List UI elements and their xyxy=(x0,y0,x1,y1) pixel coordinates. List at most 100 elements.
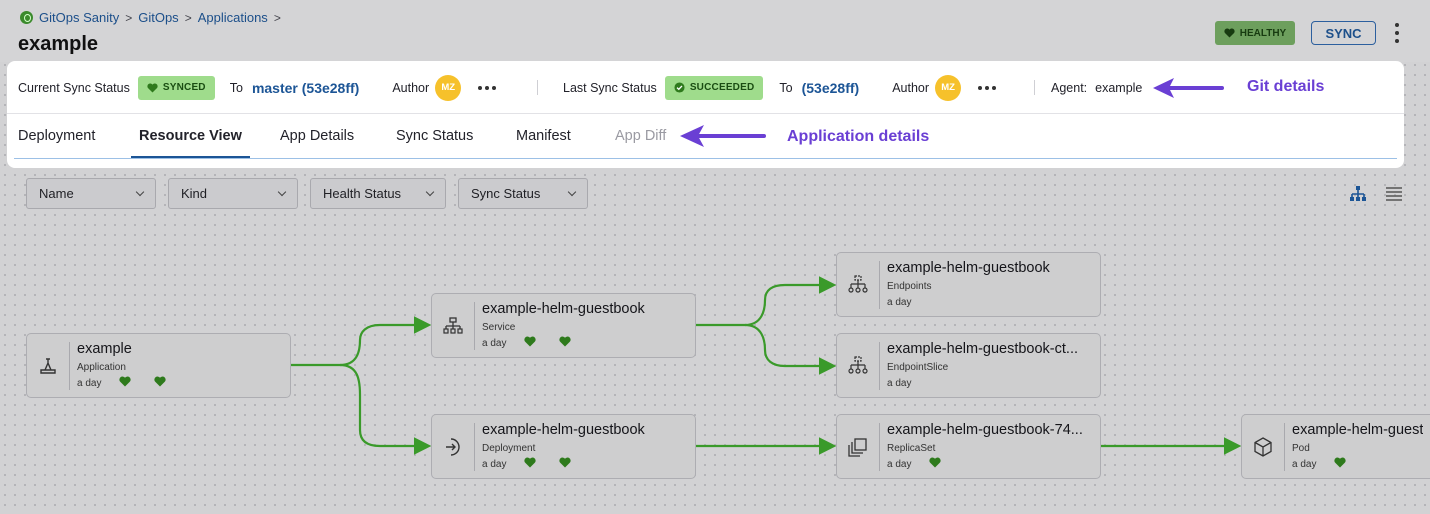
filter-health-status-label: Health Status xyxy=(323,186,402,201)
git-details-annotation: Git details xyxy=(1247,78,1325,95)
node-name: example-helm-guestbook xyxy=(482,301,645,317)
breadcrumb: GitOps Sanity > GitOps > Applications > xyxy=(20,10,281,25)
more-authors-icon[interactable] xyxy=(978,85,997,90)
sync-button[interactable]: SYNC xyxy=(1311,21,1376,45)
tab-sync-status[interactable]: Sync Status xyxy=(396,128,474,144)
current-sync-status: Current Sync Status SYNCED To master (53… xyxy=(18,61,497,114)
avatar: MZ xyxy=(435,74,462,101)
tree-view-icon[interactable] xyxy=(1349,185,1367,203)
endpointslice-icon xyxy=(848,356,868,374)
breadcrumb-separator: > xyxy=(184,10,192,25)
resource-node-endpoints[interactable]: example-helm-guestbook Endpoints a day xyxy=(836,252,1101,317)
tab-manifest[interactable]: Manifest xyxy=(516,128,571,144)
breadcrumb-separator: > xyxy=(125,10,133,25)
health-badge-label: HEALTHY xyxy=(1239,27,1287,39)
synced-heart-icon xyxy=(154,376,166,387)
resource-node-service[interactable]: example-helm-guestbook Service a day xyxy=(431,293,696,358)
filter-name[interactable]: Name xyxy=(26,178,156,209)
author-label: Author xyxy=(892,80,930,95)
divider xyxy=(1034,80,1035,95)
agent-value: example xyxy=(1095,80,1143,95)
more-options-icon[interactable] xyxy=(1392,23,1402,43)
filter-sync-status-label: Sync Status xyxy=(471,186,541,201)
tabs: Deployment Resource View App Details Syn… xyxy=(7,114,1404,168)
resource-node-endpointslice[interactable]: example-helm-guestbook-ct... EndpointSli… xyxy=(836,333,1101,398)
service-icon xyxy=(443,317,463,334)
current-sync-label: Current Sync Status xyxy=(18,80,130,95)
node-divider xyxy=(1284,423,1285,471)
tab-resource-view[interactable]: Resource View xyxy=(131,114,250,158)
to-label: To xyxy=(779,80,793,95)
filter-kind-label: Kind xyxy=(181,186,208,201)
node-kind: Endpoints xyxy=(887,281,932,292)
tab-app-details[interactable]: App Details xyxy=(280,128,355,144)
last-sync-label: Last Sync Status xyxy=(563,80,657,95)
healthy-heart-icon xyxy=(1334,457,1346,468)
application-details-annotation: Application details xyxy=(787,128,930,145)
chevron-down-icon xyxy=(425,187,435,197)
node-age: a day xyxy=(887,459,912,470)
health-status-badge: HEALTHY xyxy=(1215,21,1295,45)
node-divider xyxy=(69,342,70,390)
breadcrumb-item-applications[interactable]: Applications xyxy=(197,10,268,25)
breadcrumb-item-gitops-sanity[interactable]: GitOps Sanity xyxy=(39,10,120,25)
breadcrumb-separator: > xyxy=(273,10,281,25)
node-divider xyxy=(879,261,880,309)
last-commit-link[interactable]: (53e28ff) xyxy=(801,79,860,96)
node-age: a day xyxy=(1292,459,1317,470)
tab-app-diff[interactable]: App Diff xyxy=(615,128,667,144)
agent-label: Agent: xyxy=(1051,80,1088,95)
chevron-down-icon xyxy=(277,187,287,197)
node-age: a day xyxy=(482,459,507,470)
author-label: Author xyxy=(392,80,430,95)
filter-kind[interactable]: Kind xyxy=(168,178,298,209)
git-details-arrow xyxy=(1153,78,1224,98)
divider xyxy=(537,80,538,95)
details-panel: Current Sync Status SYNCED To master (53… xyxy=(7,61,1404,168)
list-view-icon[interactable] xyxy=(1385,185,1403,203)
node-kind: Application xyxy=(77,362,126,373)
application-details-arrow xyxy=(680,125,766,147)
node-age: a day xyxy=(482,338,507,349)
healthy-heart-icon xyxy=(929,457,941,468)
heart-icon xyxy=(147,82,158,93)
synced-badge-label: SYNCED xyxy=(162,82,206,93)
node-age: a day xyxy=(887,378,912,389)
deployment-icon xyxy=(446,438,460,456)
resource-node-application[interactable]: example Application a day xyxy=(26,333,291,398)
synced-heart-icon xyxy=(559,457,571,468)
tab-deployment[interactable]: Deployment xyxy=(18,128,96,144)
chevron-down-icon xyxy=(135,187,145,197)
synced-heart-icon xyxy=(559,336,571,347)
node-kind: ReplicaSet xyxy=(887,443,936,454)
breadcrumb-item-gitops[interactable]: GitOps xyxy=(138,10,179,25)
top-bar: GitOps Sanity > GitOps > Applications > … xyxy=(0,0,1430,62)
synced-badge: SYNCED xyxy=(137,75,215,100)
node-name: example-helm-guestbook-ct... xyxy=(887,341,1078,357)
git-details-row: Current Sync Status SYNCED To master (53… xyxy=(7,61,1404,114)
filter-sync-status[interactable]: Sync Status xyxy=(458,178,588,209)
resource-node-deployment[interactable]: example-helm-guestbook Deployment a day xyxy=(431,414,696,479)
filter-health-status[interactable]: Health Status xyxy=(310,178,446,209)
node-name: example-helm-guestbook xyxy=(887,260,1050,276)
node-name: example-helm-guestbook-74... xyxy=(887,422,1083,438)
node-divider xyxy=(879,423,880,471)
application-icon xyxy=(40,358,56,374)
endpoints-icon xyxy=(848,275,868,293)
pod-icon xyxy=(1254,437,1272,457)
resource-node-pod[interactable]: example-helm-guest Pod a day xyxy=(1241,414,1430,479)
resource-node-replicaset[interactable]: example-helm-guestbook-74... ReplicaSet … xyxy=(836,414,1101,479)
to-label: To xyxy=(229,80,243,95)
gitops-icon xyxy=(20,11,33,24)
tabs-underline xyxy=(14,158,1397,159)
current-commit-link[interactable]: master (53e28ff) xyxy=(251,79,360,96)
node-kind: Deployment xyxy=(482,443,536,454)
agent-info: Agent: example xyxy=(1051,61,1142,114)
node-divider xyxy=(879,342,880,390)
more-authors-icon[interactable] xyxy=(478,85,497,90)
chevron-down-icon xyxy=(567,187,577,197)
filter-name-label: Name xyxy=(39,186,74,201)
node-name: example-helm-guestbook xyxy=(482,422,645,438)
succeeded-badge: SUCCEEDED xyxy=(664,75,764,100)
node-kind: Pod xyxy=(1292,443,1310,454)
